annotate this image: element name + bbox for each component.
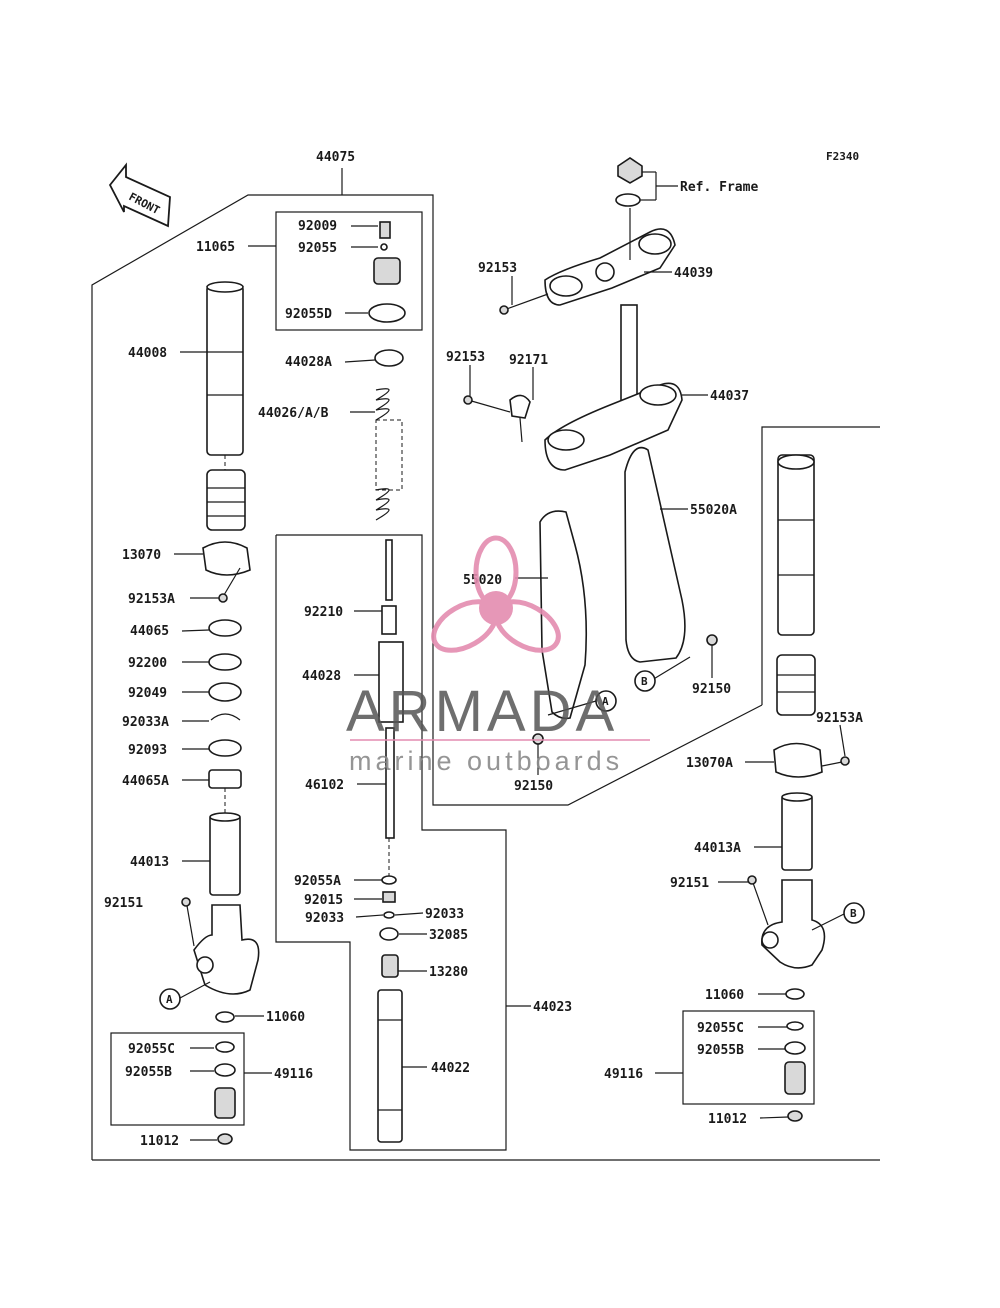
part-label-92055C-right[interactable]: 92055C	[697, 1021, 744, 1036]
armada-watermark: ARMADA marine outboards	[346, 535, 650, 776]
part-label-49116-left[interactable]: 49116	[274, 1067, 313, 1082]
part-label-13070A[interactable]: 13070A	[686, 756, 733, 771]
part-label-49116-right[interactable]: 49116	[604, 1067, 643, 1082]
part-label-92033A[interactable]: 92033A	[122, 715, 169, 730]
propeller-logo-icon	[431, 535, 561, 653]
part-label-44065[interactable]: 44065	[130, 624, 169, 639]
part-label-92153A-left[interactable]: 92153A	[128, 592, 175, 607]
callout-b-guard: B	[641, 675, 648, 688]
callout-markers: A A B B	[159, 670, 865, 1010]
part-label-11012-right[interactable]: 11012	[708, 1112, 747, 1127]
part-label-92055[interactable]: 92055	[298, 241, 337, 256]
part-label-92033-b[interactable]: 92033	[425, 907, 464, 922]
cartridge-assembly-box	[275, 534, 507, 1151]
watermark-tagline: marine outboards	[349, 746, 623, 776]
watermark-brand: ARMADA	[346, 679, 618, 744]
part-label-44008[interactable]: 44008	[128, 346, 167, 361]
part-label-55020A[interactable]: 55020A	[690, 503, 737, 518]
part-label-46102[interactable]: 46102	[305, 778, 344, 793]
right-fork-parts	[747, 454, 850, 1122]
ref-frame-label[interactable]: Ref. Frame	[680, 180, 758, 195]
part-label-92055B-right[interactable]: 92055B	[697, 1043, 744, 1058]
callout-b-right: B	[850, 907, 857, 920]
part-label-92055A[interactable]: 92055A	[294, 874, 341, 889]
part-label-92200[interactable]: 92200	[128, 656, 167, 671]
part-label-92033-a[interactable]: 92033	[305, 911, 344, 926]
part-label-92153-a[interactable]: 92153	[478, 261, 517, 276]
cap-assembly-box	[275, 211, 423, 331]
part-label-44023[interactable]: 44023	[533, 1000, 572, 1015]
part-label-92055D[interactable]: 92055D	[285, 307, 332, 322]
part-label-32085[interactable]: 32085	[429, 928, 468, 943]
part-label-92171[interactable]: 92171	[509, 353, 548, 368]
part-label-44075[interactable]: 44075	[316, 150, 355, 165]
part-label-44022[interactable]: 44022	[431, 1061, 470, 1076]
part-label-11060-left[interactable]: 11060	[266, 1010, 305, 1025]
leader-lines	[174, 171, 846, 1141]
part-label-44013A[interactable]: 44013A	[694, 841, 741, 856]
callout-a-left: A	[166, 993, 173, 1006]
part-label-55020[interactable]: 55020	[463, 573, 502, 588]
part-label-92015[interactable]: 92015	[304, 893, 343, 908]
part-label-44013[interactable]: 44013	[130, 855, 169, 870]
part-label-92210[interactable]: 92210	[304, 605, 343, 620]
center-cap-and-spring	[368, 221, 406, 521]
part-label-92093[interactable]: 92093	[128, 743, 167, 758]
left-fork-parts	[181, 281, 260, 1145]
figure-code: F2340	[826, 150, 859, 163]
part-label-11060-right[interactable]: 11060	[705, 988, 744, 1003]
part-label-92151-left[interactable]: 92151	[104, 896, 143, 911]
spring-icon	[375, 388, 403, 521]
part-label-11012-left[interactable]: 11012	[140, 1134, 179, 1149]
part-label-44028A[interactable]: 44028A	[285, 355, 332, 370]
triple-clamps-and-guards	[463, 157, 718, 745]
part-label-92151-right[interactable]: 92151	[670, 876, 709, 891]
part-label-44039[interactable]: 44039	[674, 266, 713, 281]
right-valve-box	[682, 1010, 815, 1105]
part-label-92055B-left[interactable]: 92055B	[125, 1065, 172, 1080]
part-label-44026[interactable]: 44026/A/B	[258, 406, 329, 421]
group-outlines	[91, 168, 880, 1161]
callout-a-guard: A	[602, 695, 609, 708]
part-label-92150-b[interactable]: 92150	[514, 779, 553, 794]
part-label-92153-b[interactable]: 92153	[446, 350, 485, 365]
part-label-92049[interactable]: 92049	[128, 686, 167, 701]
left-valve-box	[110, 1032, 245, 1126]
part-label-92150-a[interactable]: 92150	[692, 682, 731, 697]
part-label-44037[interactable]: 44037	[710, 389, 749, 404]
part-label-92153A-right[interactable]: 92153A	[816, 711, 863, 726]
front-arrow-icon: FRONT	[108, 162, 171, 228]
part-label-44028[interactable]: 44028	[302, 669, 341, 684]
part-label-13070[interactable]: 13070	[122, 548, 161, 563]
part-label-44065A[interactable]: 44065A	[122, 774, 169, 789]
part-label-92055C-left[interactable]: 92055C	[128, 1042, 175, 1057]
part-label-11065[interactable]: 11065	[196, 240, 235, 255]
part-label-13280[interactable]: 13280	[429, 965, 468, 980]
part-labels: 44075 11065 92009 92055 92055D 44008 440…	[104, 150, 863, 1149]
cartridge-parts	[377, 539, 404, 1143]
part-label-92009[interactable]: 92009	[298, 219, 337, 234]
